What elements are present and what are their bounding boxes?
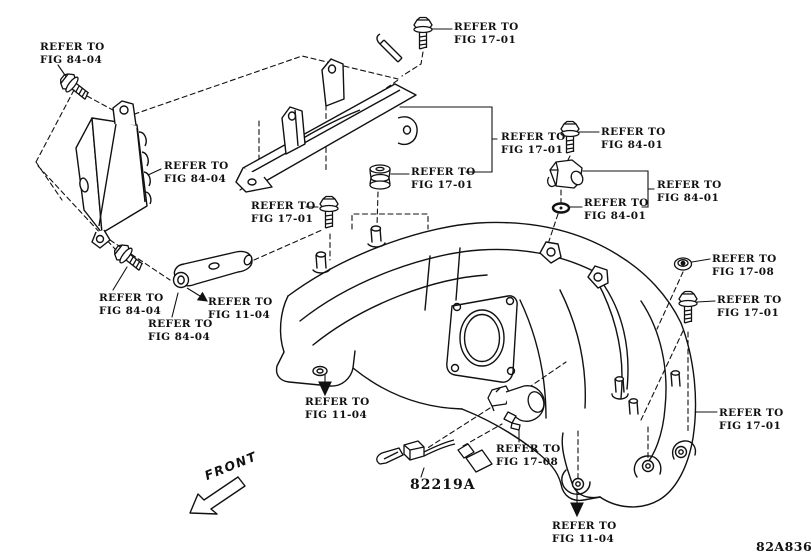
stay-bolt: [110, 240, 148, 276]
sensor-wire-harness: [376, 439, 493, 473]
mounting-bracket: [235, 33, 418, 193]
diagram-code: 82A836: [756, 539, 811, 554]
stay-arm: [172, 250, 253, 289]
vsv-valve: [487, 385, 545, 431]
front-arrow: [189, 476, 246, 515]
ecu-module: [75, 100, 152, 249]
manifold-bolt-center: [319, 195, 339, 229]
part-number-label: 82219A: [410, 477, 476, 493]
intake-manifold: [275, 221, 697, 508]
vacuum-sensor: [546, 159, 584, 189]
flange-nut: [673, 257, 693, 271]
ecu-bolt: [56, 69, 94, 105]
o-ring: [551, 202, 571, 214]
flange-bolt-right: [678, 290, 698, 324]
callout-leader-lines: [57, 28, 718, 478]
bracket-bolt-top: [413, 16, 433, 50]
cushion-grommet: [369, 164, 391, 190]
